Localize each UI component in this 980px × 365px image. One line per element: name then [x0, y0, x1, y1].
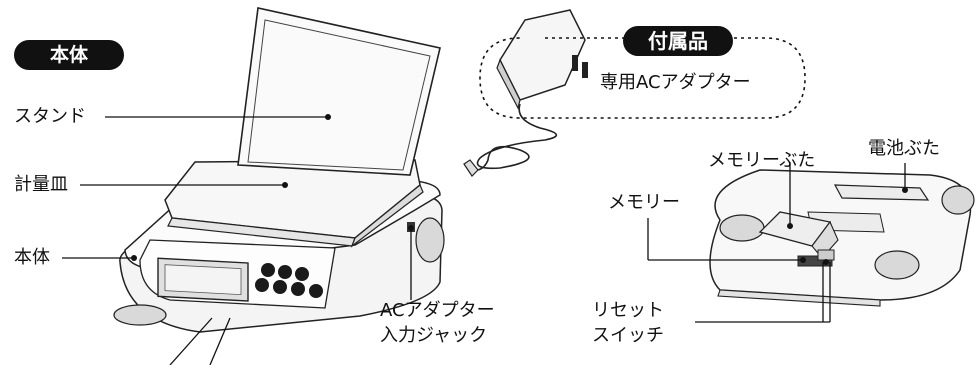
foot-right [415, 217, 445, 263]
accessory-badge: 付属品 [623, 26, 733, 56]
label-ac-jack-line1: ACアダプター [380, 300, 495, 321]
label-reset-line2: スイッチ [592, 325, 664, 346]
foot-left [113, 304, 167, 326]
main-unit-badge: 本体 [14, 40, 124, 70]
accessory-item-label: 専用ACアダプター [600, 72, 751, 93]
label-memory: メモリー [608, 192, 680, 213]
key-tare [261, 263, 275, 277]
battery-cover-shape [833, 184, 930, 201]
label-battery-cover: 電池ぶた [868, 138, 940, 159]
memory-slot [797, 255, 833, 267]
label-stand: スタンド [14, 106, 86, 127]
label-ac-jack-line2: 入力ジャック [380, 325, 488, 346]
key-count [273, 280, 287, 294]
stand-panel [237, 7, 441, 176]
accessory-callout [479, 37, 806, 119]
key-set [309, 284, 323, 298]
label-reset-line1: リセット [592, 300, 664, 321]
key-onoff [255, 278, 269, 292]
label-body: 本体 [14, 247, 50, 268]
label-memory-cover: メモリーぶた [708, 150, 816, 171]
key-mode [291, 282, 305, 296]
adapter-cable [476, 103, 558, 171]
label-tray: 計量皿 [14, 174, 68, 195]
key-sg [295, 267, 309, 281]
key-unit [278, 265, 292, 279]
